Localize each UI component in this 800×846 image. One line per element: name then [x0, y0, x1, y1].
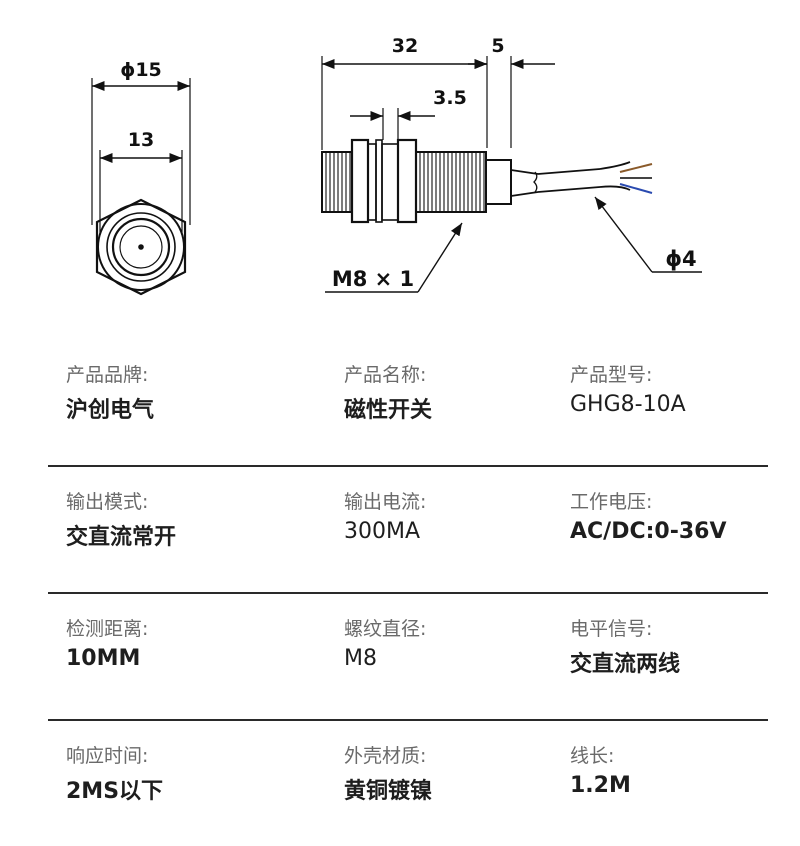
- spec-value: M8: [344, 646, 377, 671]
- spec-label: 检测距离:: [66, 618, 149, 640]
- spec-row: 响应时间: 2MS以下 外壳材质: 黄铜镀镍 线长: 1.2M: [48, 721, 768, 846]
- spec-row: 输出模式: 交直流常开 输出电流: 300MA 工作电压: AC/DC:0-36V: [48, 467, 768, 594]
- spec-value: 交直流常开: [66, 525, 177, 550]
- spec-row: 检测距离: 10MM 螺纹直径: M8 电平信号: 交直流两线: [48, 594, 768, 721]
- spec-value: 10MM: [66, 646, 141, 671]
- spec-label: 响应时间:: [66, 745, 149, 767]
- length-label: 32: [392, 35, 418, 57]
- spec-value: AC/DC:0-36V: [570, 519, 727, 544]
- spec-value: 1.2M: [570, 773, 631, 798]
- cable-offset-label: 5: [491, 35, 504, 57]
- spec-label: 电平信号:: [570, 618, 653, 640]
- spec-label: 输出模式:: [66, 491, 149, 513]
- spec-label: 工作电压:: [570, 491, 653, 513]
- spec-table: 产品品牌: 沪创电气 产品名称: 磁性开关 产品型号: GHG8-10A 输出模式: 交…: [48, 340, 768, 846]
- thread-label: M8 × 1: [332, 267, 414, 291]
- nut-width-label: 3.5: [433, 87, 467, 109]
- front-inner-width-label: 13: [128, 129, 154, 151]
- sensor-dimension-drawing: ϕ15 13 32 5: [91, 35, 702, 296]
- spec-label: 产品品牌:: [66, 364, 149, 386]
- spec-label: 输出电流:: [344, 491, 427, 513]
- front-outer-diameter-label: ϕ15: [120, 59, 162, 81]
- spec-value: GHG8-10A: [570, 392, 686, 417]
- spec-value: 300MA: [344, 519, 421, 544]
- spec-row: 产品品牌: 沪创电气 产品名称: 磁性开关 产品型号: GHG8-10A: [48, 340, 768, 467]
- spec-label: 线长:: [570, 745, 615, 767]
- spec-value: 沪创电气: [66, 398, 155, 423]
- spec-label: 外壳材质:: [344, 745, 427, 767]
- front-view: [91, 78, 191, 296]
- side-view: [321, 56, 702, 293]
- spec-value: 磁性开关: [344, 398, 433, 423]
- spec-label: 螺纹直径:: [344, 618, 427, 640]
- spec-label: 产品名称:: [344, 364, 427, 386]
- spec-value: 黄铜镀镍: [344, 779, 433, 804]
- spec-value: 交直流两线: [570, 652, 681, 677]
- spec-value: 2MS以下: [66, 779, 164, 804]
- cable-diameter-label: ϕ4: [665, 247, 696, 271]
- spec-label: 产品型号:: [570, 364, 653, 386]
